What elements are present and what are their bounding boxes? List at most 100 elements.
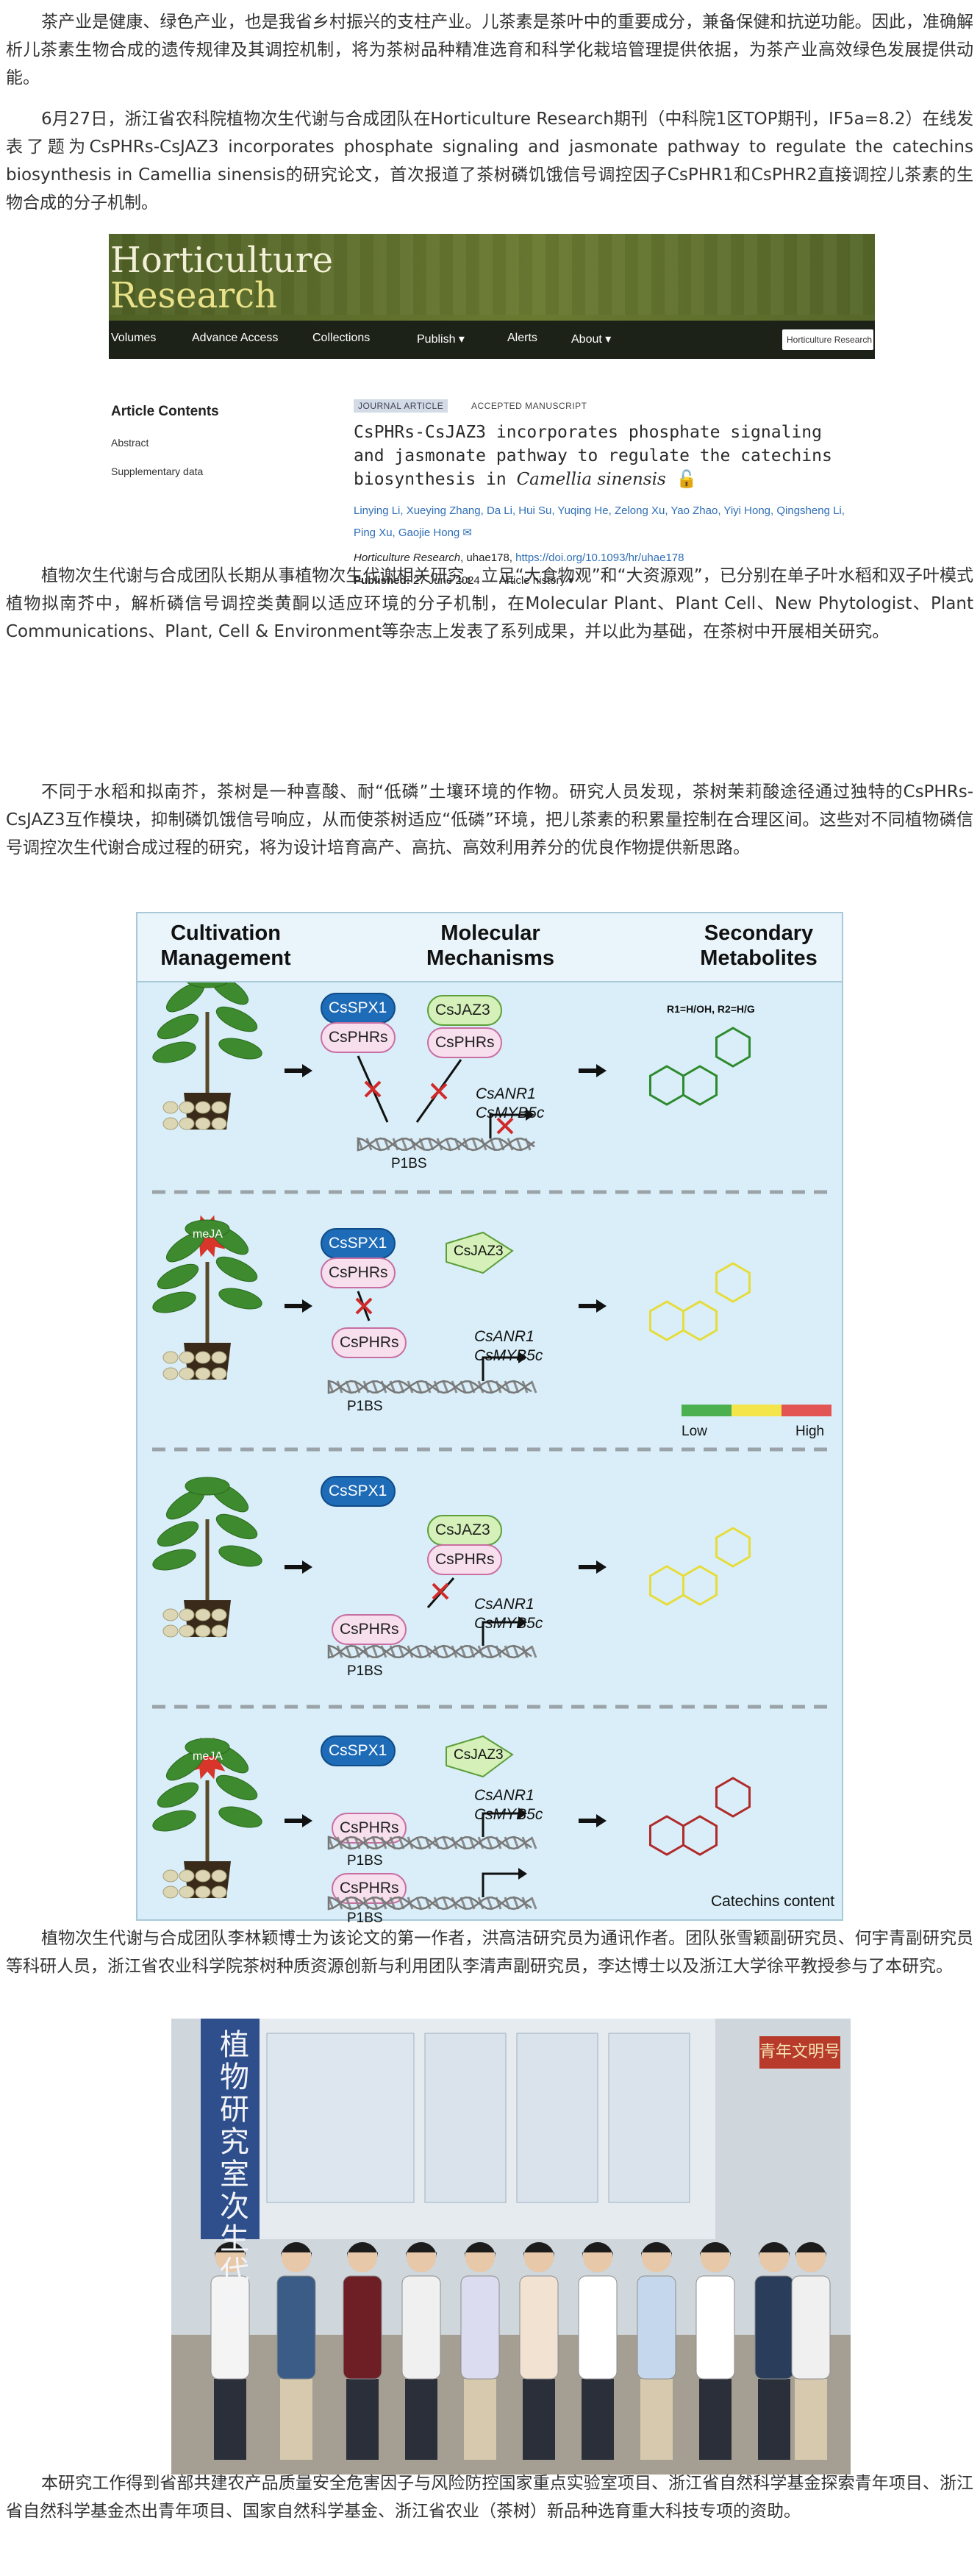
paragraph-authors: 植物次生代谢与合成团队李林颖博士为该论文的第一作者，洪高洁研究员为通讯作者。团队… xyxy=(6,1929,973,1976)
person-hair xyxy=(215,2242,246,2258)
panel1-catechin xyxy=(648,1027,751,1106)
person-body xyxy=(210,2275,250,2380)
published-line: Published: 27 June 2024 Article history … xyxy=(354,574,574,587)
panel4-meja: meJA xyxy=(193,1750,223,1763)
toc-supplementary-link[interactable]: Supplementary data xyxy=(111,465,204,477)
citation-line: Horticulture Research, uhae178, https://… xyxy=(354,552,684,564)
published-date: 27 June 2024 xyxy=(412,574,480,587)
panel2-plant xyxy=(152,1219,262,1380)
panel4-arrow-out xyxy=(579,1814,607,1827)
panel1-phrs: CsPHRs xyxy=(329,1029,388,1046)
journal-nav: Volumes Advance Access Collections Publi… xyxy=(109,321,875,359)
panel3-arrow-in xyxy=(285,1560,312,1574)
r-note: R1=H/OH, R2=H/G xyxy=(667,1003,755,1015)
person-legs xyxy=(523,2379,555,2460)
panel2-p1bs: P1BS xyxy=(347,1399,383,1414)
panel4-dna-1 xyxy=(327,1835,537,1850)
panel1-promoter-head xyxy=(526,1109,534,1121)
journal-header: Horticulture Research Volumes Advance Ac… xyxy=(109,234,875,359)
person-hair xyxy=(759,2242,790,2258)
scale-low xyxy=(682,1405,732,1416)
panel3-catechin xyxy=(648,1527,751,1606)
person-body xyxy=(791,2275,831,2380)
article-history-link[interactable]: Article history ▾ xyxy=(498,574,574,587)
panel3-myb5c: CsMYB5c xyxy=(474,1615,543,1632)
panel2-arrow-out xyxy=(579,1299,607,1313)
person-body xyxy=(637,2275,676,2380)
panel3-promoter-head xyxy=(518,1616,527,1628)
photo-wall-sign: 青年文明号 xyxy=(759,2036,840,2069)
person-hair xyxy=(465,2242,496,2258)
nav-alerts[interactable]: Alerts xyxy=(507,332,537,344)
panel2-phrs-bound-shape xyxy=(332,1327,407,1358)
paragraph-publication: 6月27日，浙江省农科院植物次生代谢与合成团队在Horticulture Res… xyxy=(6,110,973,213)
journal-screenshot: Horticulture Research Volumes Advance Ac… xyxy=(109,234,875,637)
panel1-cross1 xyxy=(364,1080,382,1098)
doi-link[interactable]: https://doi.org/10.1093/hr/uhae178 xyxy=(515,552,684,564)
panel4-phrs-1: CsPHRs xyxy=(340,1819,399,1836)
paragraph-team-research: 植物次生代谢与合成团队长期从事植物次生代谢相关研究，立足“大食物观”和“大资源观… xyxy=(6,566,973,641)
person-legs xyxy=(699,2379,732,2460)
panel1-spx1: CsSPX1 xyxy=(329,999,387,1016)
person-body xyxy=(754,2275,794,2380)
open-access-icon: 🔓 xyxy=(676,470,698,489)
article-title-text: CsPHRs-CsJAZ3 incorporates phosphate sig… xyxy=(354,423,832,489)
person-legs xyxy=(214,2379,246,2460)
panel3-spx1-shape xyxy=(321,1476,396,1507)
panel4-anr1: CsANR1 xyxy=(474,1787,534,1804)
person-legs xyxy=(582,2379,614,2460)
person-body xyxy=(401,2275,441,2380)
panel2-cross xyxy=(355,1297,373,1315)
article-contents-title: Article Contents xyxy=(111,404,219,419)
author-list[interactable]: Linying Li, Xueying Zhang, Da Li, Hui Su… xyxy=(354,504,845,539)
scale-high xyxy=(782,1405,831,1416)
panel1-phrs2-shape xyxy=(427,1027,502,1058)
toc-abstract-link[interactable]: Abstract xyxy=(111,437,149,449)
panel2-jaz3-shape xyxy=(446,1231,514,1274)
person-body xyxy=(460,2275,500,2380)
panel4-dna-2 xyxy=(327,1896,537,1910)
nav-collections[interactable]: Collections xyxy=(312,332,371,344)
person-hair xyxy=(281,2242,312,2258)
team-photo: 植物研究室次生代谢 青年文明号 xyxy=(171,2019,851,2475)
panel4-p1bs-2: P1BS xyxy=(347,1910,383,1926)
accepted-manuscript-badge: ACCEPTED MANUSCRIPT xyxy=(471,401,587,411)
journal-search-input[interactable]: Horticulture Research xyxy=(782,329,873,350)
panel2-promoter-head xyxy=(518,1352,527,1363)
panel2-catechin xyxy=(648,1262,751,1341)
person-body xyxy=(276,2275,316,2380)
panel2-jaz3: CsJAZ3 xyxy=(454,1244,504,1259)
panel1-jaz3: CsJAZ3 xyxy=(435,1002,490,1018)
panel4-jaz3: CsJAZ3 xyxy=(454,1747,504,1763)
nav-volumes[interactable]: Volumes xyxy=(111,332,157,344)
panel4-plant xyxy=(152,1738,262,1899)
nav-publish[interactable]: Publish ▾ xyxy=(417,333,465,346)
panel3-p1bs: P1BS xyxy=(347,1663,383,1679)
nav-advance-access[interactable]: Advance Access xyxy=(192,332,279,344)
journal-article-badge: JOURNAL ARTICLE xyxy=(354,399,448,413)
team-photo-drawing xyxy=(171,2019,851,2475)
panel3-plant xyxy=(152,1477,262,1638)
panel1-dna xyxy=(357,1137,535,1152)
panel4-phrs-1-shape xyxy=(332,1813,407,1844)
panel3-jaz3: CsJAZ3 xyxy=(435,1521,490,1538)
person-legs xyxy=(640,2379,673,2460)
panel4-promoter-1-head xyxy=(518,1808,527,1819)
panel2-meja: meJA xyxy=(193,1228,223,1241)
nav-about[interactable]: About ▾ xyxy=(571,333,612,346)
person-body xyxy=(343,2275,382,2380)
panel1-myb5c: CsMYB5c xyxy=(476,1105,545,1121)
mechanism-figure: Cultivation Management Molecular Mechani… xyxy=(136,912,843,1926)
panel4-promoter-2-head xyxy=(518,1868,527,1880)
scale-high-label: High xyxy=(795,1424,825,1439)
panel3-phrs: CsPHRs xyxy=(435,1551,495,1568)
header-cultivation: Cultivation Management xyxy=(160,921,291,970)
panel3-phrs-bound: CsPHRs xyxy=(340,1621,399,1638)
panel3-arrow-out xyxy=(579,1560,607,1574)
panel2-myb5c: CsMYB5c xyxy=(474,1347,543,1364)
paragraph-intro: 茶产业是健康、绿色产业，也是我省乡村振兴的支柱产业。儿茶素是茶叶中的重要成分，兼… xyxy=(6,13,973,88)
person-hair xyxy=(406,2242,437,2258)
scale-mid xyxy=(732,1405,782,1416)
panel4-promoter-2 xyxy=(482,1872,518,1897)
